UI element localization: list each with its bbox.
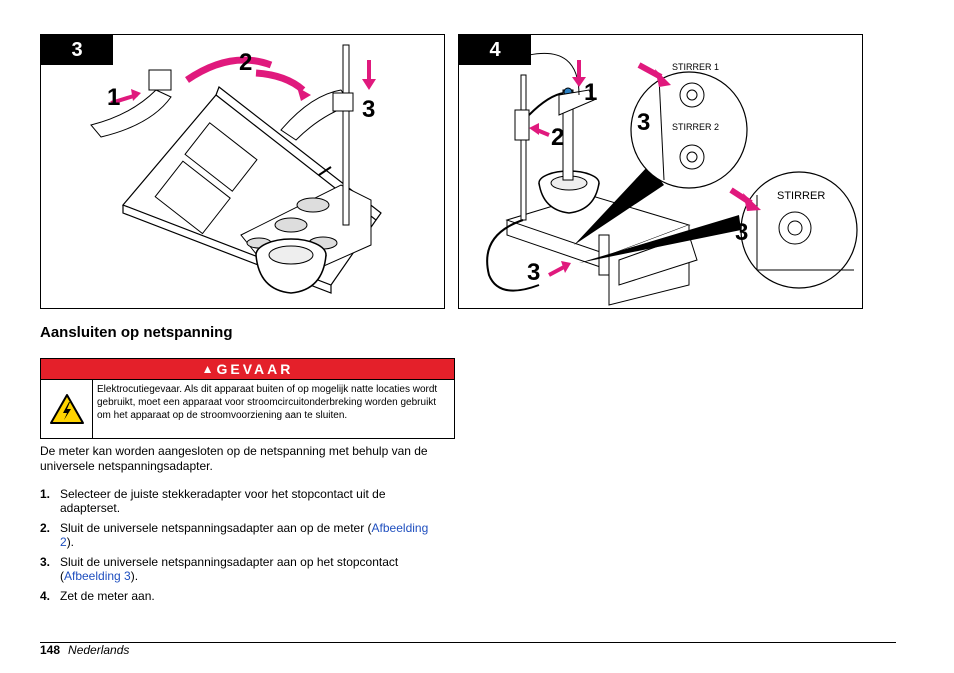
callout-3-stirrer: 3 — [735, 219, 748, 246]
section-title: Aansluiten op netspanning — [40, 324, 233, 341]
figure-3-panel: 3 1 2 3 — [40, 34, 445, 309]
list-item: 4. Zet de meter aan. — [40, 589, 440, 603]
step-number: 2. — [40, 521, 51, 535]
figure-number: 3 — [41, 35, 113, 65]
figure-3-illustration: 1 2 3 — [90, 44, 382, 294]
intro-paragraph: De meter kan worden aangesloten op de ne… — [40, 444, 428, 473]
callout-3-cable: 3 — [527, 259, 540, 286]
step-text: Sluit de universele netspanningsadapter … — [60, 555, 399, 583]
callout-1: 1 — [584, 79, 597, 106]
label-stirrer-2: STIRRER 2 — [672, 122, 719, 132]
label-stirrer-1: STIRRER 1 — [672, 62, 719, 72]
step-text-end: ). — [66, 535, 75, 549]
page-number: 148 — [40, 643, 61, 657]
step-number: 4. — [40, 589, 51, 603]
danger-text: Elektrocutiegevaar. Als dit apparaat bui… — [97, 384, 438, 421]
footer: 148 Nederlands — [40, 643, 129, 657]
step-number: 1. — [40, 487, 51, 501]
step-text: Selecteer de juiste stekkeradapter voor … — [60, 487, 386, 515]
figure-2-link[interactable]: Afbeelding 2 — [60, 521, 429, 549]
footer-divider — [40, 642, 896, 643]
figure-4-panel: 4 — [458, 34, 863, 309]
danger-label: GEVAAR — [216, 361, 294, 377]
step-number: 3. — [40, 555, 51, 569]
warning-triangle-icon: ▲ — [201, 362, 214, 376]
step-text: Zet de meter aan. — [60, 589, 155, 603]
danger-box: ▲ GEVAAR Elektrocutiegevaar. Als dit app… — [40, 358, 455, 439]
figure-number: 4 — [459, 35, 531, 65]
list-item: 1. Selecteer de juiste stekkeradapter vo… — [40, 487, 440, 515]
list-item: 3. Sluit de universele netspanningsadapt… — [40, 555, 440, 583]
footer-language: Nederlands — [68, 643, 130, 657]
callout-3: 3 — [362, 96, 375, 123]
steps-list: 1. Selecteer de juiste stekkeradapter vo… — [40, 487, 440, 609]
callout-2: 2 — [551, 124, 564, 151]
label-stirrer: STIRRER — [777, 190, 825, 202]
figure-4-illustration: STIRRER 1 STIRRER 2 STIRRER 1 2 3 3 3 — [486, 52, 858, 306]
callout-3-stirrer-1: 3 — [637, 109, 650, 136]
list-item: 2. Sluit de universele netspanningsadapt… — [40, 521, 440, 549]
figure-3-link[interactable]: Afbeelding 3 — [64, 569, 131, 583]
electric-shock-warning-icon — [49, 393, 84, 424]
callout-1: 1 — [107, 84, 120, 111]
step-text: Sluit de universele netspanningsadapter … — [60, 521, 372, 535]
danger-icon-cell — [41, 379, 93, 438]
callout-2: 2 — [239, 49, 252, 76]
step-text-end: ). — [130, 569, 139, 583]
danger-header: ▲ GEVAAR — [41, 359, 454, 380]
